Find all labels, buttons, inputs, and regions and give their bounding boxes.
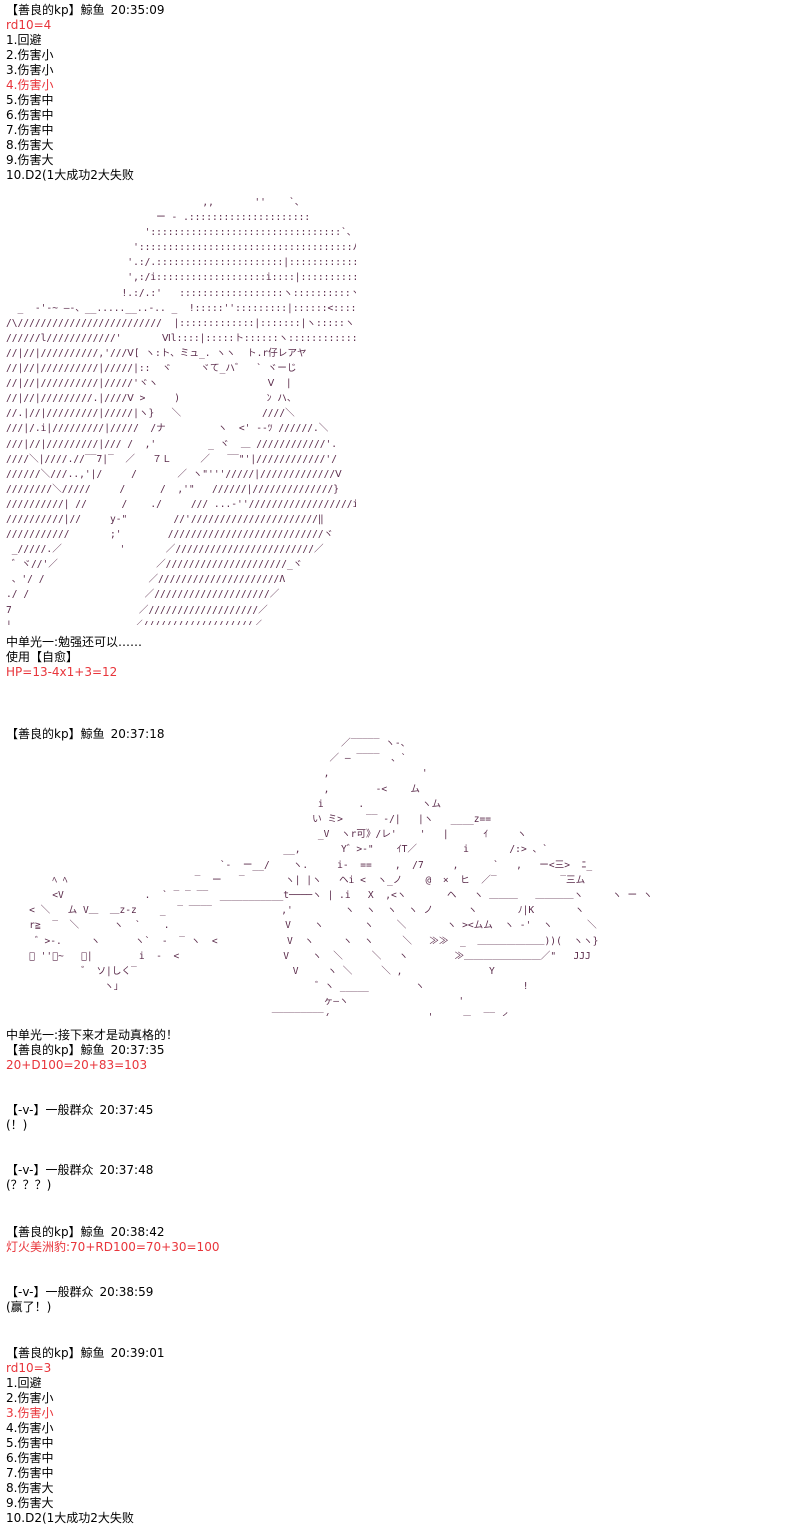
list-item-selected: 3.伤害小 — [6, 1406, 54, 1420]
post-time: 20:37:48 — [99, 1163, 154, 1177]
roll-result: 灯火美洲豹:70+RD100=70+30=100 — [6, 1240, 220, 1254]
list-item: 9.伤害大 — [6, 1496, 54, 1510]
post-time: 20:37:35 — [110, 1043, 165, 1057]
list-item: 6.伤害中 — [6, 1451, 54, 1465]
list-item: 1.回避 — [6, 1376, 42, 1390]
list-item: 5.伤害中 — [6, 93, 54, 107]
reaction-text: (？？？) — [6, 1178, 52, 1192]
list-item: 3.伤害小 — [6, 63, 54, 77]
author-name: 【善良的kp】鯨鱼 — [6, 727, 105, 741]
post-time: 20:38:42 — [110, 1225, 165, 1239]
list-item: 7.伤害中 — [6, 1466, 54, 1480]
list-item-selected: 4.伤害小 — [6, 78, 54, 92]
list-item: 5.伤害中 — [6, 1436, 54, 1450]
author-name: 【善良的kp】鯨鱼 — [6, 1346, 105, 1360]
post-header: 【善良的kp】鯨鱼 20:39:01 — [6, 1346, 799, 1361]
speech-line: 中单光一:勉强还可以…… — [6, 635, 143, 649]
post-time: 20:39:01 — [110, 1346, 165, 1360]
author-name: 【善良的kp】鯨鱼 — [6, 3, 105, 17]
list-item: 2.伤害小 — [6, 48, 54, 62]
post: 【善良的kp】鯨鱼 20:37:18 — [6, 727, 799, 742]
author-name: 【善良的kp】鯨鱼 — [6, 1225, 105, 1239]
post-time: 20:37:18 — [110, 727, 165, 741]
author-name: 【-v-】一般群众 — [6, 1163, 94, 1177]
hp-line: HP=13-4x1+3=12 — [6, 665, 118, 679]
list-item: 10.D2(1大成功2大失败 — [6, 168, 134, 182]
post-header: 【-v-】一般群众 20:37:48 — [6, 1163, 799, 1178]
ascii-art: ／‾‾‾‾‾ ヽ-、 ／ ― ‾‾‾‾ 、` , ' — [23, 738, 653, 1016]
post: 【善良的kp】鯨鱼 20:37:35 20+D100=20+83=103 — [6, 1043, 799, 1073]
post-header: 【善良的kp】鯨鱼 20:38:42 — [6, 1225, 799, 1240]
roll-result: 20+D100=20+83=103 — [6, 1058, 148, 1072]
post-text: 中单光一:勉强还可以…… 使用【自愈】 HP=13-4x1+3=12 — [6, 635, 799, 680]
post: 【善良的kp】鯨鱼 20:38:42 灯火美洲豹:70+RD100=70+30=1… — [6, 1225, 799, 1255]
list-item: 1.回避 — [6, 33, 42, 47]
post-header: 【善良的kp】鯨鱼 20:37:35 — [6, 1043, 799, 1058]
list-item: 9.伤害大 — [6, 153, 54, 167]
list-item: 6.伤害中 — [6, 108, 54, 122]
author-name: 【善良的kp】鯨鱼 — [6, 1043, 105, 1057]
list-item: 4.伤害小 — [6, 1421, 54, 1435]
post-header: 【善良的kp】鯨鱼 20:35:09 — [6, 3, 799, 18]
author-name: 【-v-】一般群众 — [6, 1285, 94, 1299]
reaction-text: (！) — [6, 1118, 28, 1132]
list-item: 2.伤害小 — [6, 1391, 54, 1405]
post-text: 中单光一:接下来才是动真格的！ — [6, 1028, 799, 1043]
post-time: 20:37:45 — [99, 1103, 154, 1117]
list-item: 8.伤害大 — [6, 138, 54, 152]
post-header: 【善良的kp】鯨鱼 20:37:18 — [6, 727, 799, 742]
action-line: 使用【自愈】 — [6, 650, 79, 664]
list-item: 10.D2(1大成功2大失败 — [6, 1511, 134, 1525]
post-header: 【-v-】一般群众 20:38:59 — [6, 1285, 799, 1300]
post-time: 20:38:59 — [99, 1285, 154, 1299]
post-time: 20:35:09 — [110, 3, 165, 17]
post: 【-v-】一般群众 20:37:45 (！) — [6, 1103, 799, 1133]
speech-line: 中单光一:接下来才是动真格的！ — [6, 1028, 179, 1042]
post: 【-v-】一般群众 20:37:48 (？？？) — [6, 1163, 799, 1193]
roll-result: rd10=3 — [6, 1361, 52, 1375]
post: 【-v-】一般群众 20:38:59 (赢了！) — [6, 1285, 799, 1315]
author-name: 【-v-】一般群众 — [6, 1103, 94, 1117]
roll-result: rd10=4 — [6, 18, 52, 32]
post-header: 【-v-】一般群众 20:37:45 — [6, 1103, 799, 1118]
post: 【善良的kp】鯨鱼 20:39:01 rd10=3 1.回避 2.伤害小 3.伤害… — [6, 1346, 799, 1526]
reaction-text: (赢了！) — [6, 1300, 52, 1314]
post: 【善良的kp】鯨鱼 20:35:09 rd10=4 1.回避 2.伤害小 3.伤害… — [6, 3, 799, 183]
list-item: 8.伤害大 — [6, 1481, 54, 1495]
list-item: 7.伤害中 — [6, 123, 54, 137]
ascii-art: ,, '' `、 ー - .::::::::::::::::::::: ':::… — [6, 197, 356, 625]
